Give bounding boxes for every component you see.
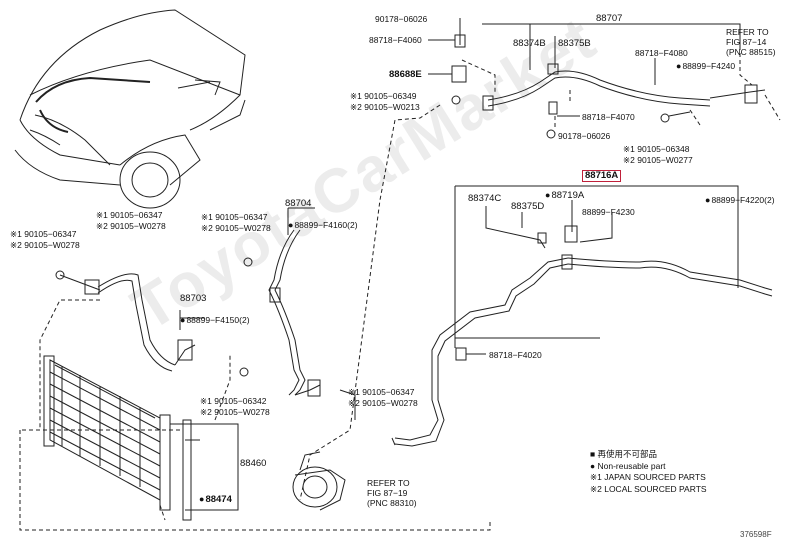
part-90105-06342[interactable]: ※1 90105−06342 [200, 396, 267, 406]
part-88899-F4240[interactable]: 88899−F4240 [676, 61, 735, 71]
part-88474[interactable]: 88474 [199, 494, 231, 505]
refer-fig-87-14[interactable]: REFER TO FIG 87−14 (PNC 88515) [726, 27, 776, 57]
condenser [43, 355, 171, 511]
part-90105-W0278-d[interactable]: ※2 90105−W0278 [200, 407, 270, 417]
part-90105-W0277[interactable]: ※2 90105−W0277 [623, 155, 693, 165]
part-88899-F4160[interactable]: 88899−F4160(2) [288, 220, 357, 230]
part-88718-F4060[interactable]: 88718−F4060 [369, 35, 422, 45]
part-88704[interactable]: 88704 [285, 198, 312, 209]
car-illustration [14, 9, 246, 209]
refer-bot-line2: FIG 87−19 [367, 488, 408, 498]
part-88703[interactable]: 88703 [180, 293, 207, 304]
part-88899-F4150[interactable]: 88899−F4150(2) [180, 315, 249, 325]
part-90105-W0278-b[interactable]: ※2 90105−W0278 [96, 221, 166, 231]
refer-bot-line1: REFER TO [367, 478, 410, 488]
part-90178-06026[interactable]: 90178−06026 [375, 14, 428, 24]
refer-top-line2: FIG 87−14 [726, 37, 767, 47]
part-88374B[interactable]: 88374B [513, 38, 546, 49]
legend-japan-sourced: ※1 JAPAN SOURCED PARTS [590, 472, 706, 482]
part-90105-06347-a[interactable]: ※1 90105−06347 [201, 212, 268, 222]
part-90105-06347-b[interactable]: ※1 90105−06347 [96, 210, 163, 220]
part-90105-06347-c[interactable]: ※1 90105−06347 [10, 229, 77, 239]
legend-local-sourced: ※2 LOCAL SOURCED PARTS [590, 483, 707, 494]
part-90178-06026-b[interactable]: 90178−06026 [558, 131, 611, 141]
diagram-code: 376598F [740, 530, 772, 539]
part-88718-F4070[interactable]: 88718−F4070 [582, 112, 635, 122]
part-88688E[interactable]: 88688E [389, 69, 422, 80]
part-88719A[interactable]: 88719A [545, 190, 584, 201]
part-90105-W0213[interactable]: ※2 90105−W0213 [350, 102, 420, 112]
part-88707[interactable]: 88707 [596, 13, 623, 24]
part-90105-06348[interactable]: ※1 90105−06348 [623, 144, 690, 154]
refer-bot-line3: (PNC 88310) [367, 498, 417, 508]
refer-top-line1: REFER TO [726, 27, 769, 37]
part-88716A-highlighted[interactable]: 88716A [582, 170, 622, 182]
part-88460[interactable]: 88460 [240, 458, 267, 469]
compressor [292, 451, 346, 511]
refer-fig-87-19[interactable]: REFER TO FIG 87−19 (PNC 88310) [367, 478, 417, 508]
part-88718-F4020[interactable]: 88718−F4020 [489, 350, 542, 360]
part-90105-W0278-e[interactable]: ※2 90105−W0278 [348, 398, 418, 408]
part-88899-F4230[interactable]: 88899−F4230 [582, 207, 635, 217]
part-88374C[interactable]: 88374C [468, 193, 502, 204]
refer-top-line3: (PNC 88515) [726, 47, 776, 57]
legend-non-reusable: ● Non-reusable part [590, 460, 666, 471]
legend-non-reusable-jp: ■ 再使用不可部品 [590, 449, 657, 459]
part-90105-06347-d[interactable]: ※1 90105−06347 [348, 387, 415, 397]
legend: ■ 再使用不可部品 ● Non-reusable part ※1 JAPAN S… [590, 449, 707, 495]
part-90105-W0278-a[interactable]: ※2 90105−W0278 [201, 223, 271, 233]
part-88375B[interactable]: 88375B [558, 38, 591, 49]
part-88375D[interactable]: 88375D [511, 201, 545, 212]
part-90105-W0278-c[interactable]: ※2 90105−W0278 [10, 240, 80, 250]
part-90105-06349[interactable]: ※1 90105−06349 [350, 91, 417, 101]
part-88899-F4220[interactable]: 88899−F4220(2) [705, 195, 774, 205]
part-88718-F4080[interactable]: 88718−F4080 [635, 48, 688, 58]
